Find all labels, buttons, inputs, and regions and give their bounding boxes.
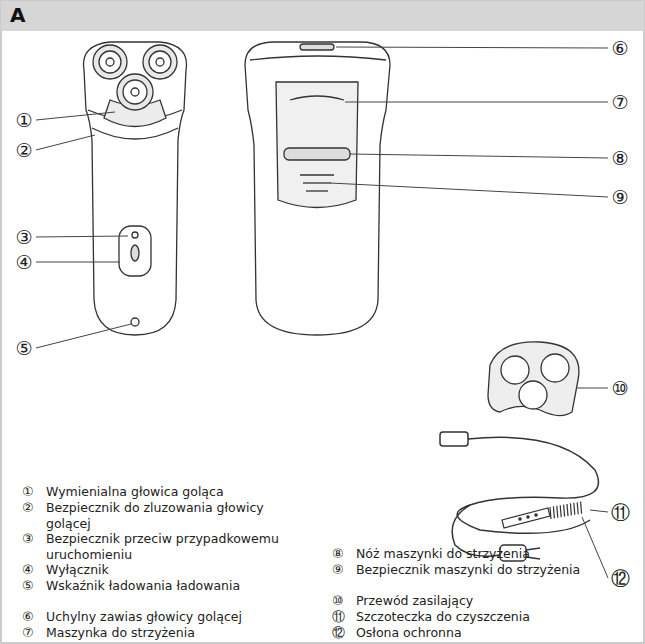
part-name: Bezpiecznik do zluzowania głowicy golące…: [46, 500, 296, 531]
list-number: ⑪: [332, 609, 345, 625]
callout-number: ④: [15, 253, 32, 272]
cleaning-brush: [502, 502, 582, 528]
list-number: ⑫: [332, 625, 345, 641]
part-name: Nóż maszynki do strzyżenia: [356, 546, 636, 562]
callout-number: ⑧: [611, 149, 628, 168]
list-number: ⑥: [22, 609, 34, 625]
callout-number: ⑦: [611, 93, 628, 112]
list-number: ⑧: [332, 546, 344, 562]
list-number: ⑤: [22, 578, 34, 594]
list-number: ③: [22, 531, 34, 547]
header-band: [1, 1, 644, 31]
part-name: Wymienialna głowica goląca: [46, 484, 296, 500]
part-name: Szczoteczka do czyszczenia: [356, 609, 636, 625]
part-name: Bezpiecznik maszynki do strzyżenia: [356, 562, 636, 578]
part-name: Osłona ochronna: [356, 625, 636, 641]
part-name: Wskaźnik ładowania ładowania: [46, 578, 296, 594]
list-number: ⑩: [332, 593, 344, 609]
callout-number: ⑥: [611, 39, 628, 58]
part-name: Bezpiecznik przeciw przypadkowemu urucho…: [46, 531, 296, 562]
power-cord: [440, 432, 598, 561]
callout-number: ③: [15, 228, 32, 247]
part-name: Uchylny zawias głowicy golącej: [46, 609, 311, 625]
callout-number: ⑨: [611, 188, 628, 207]
callout-number: ⑪: [611, 503, 630, 522]
shaver-front: [84, 42, 187, 335]
part-name: Przewód zasilający: [356, 593, 636, 609]
callout-number: ②: [15, 141, 32, 160]
callout-number: ⑩: [611, 379, 628, 398]
part-name: Wyłącznik: [46, 562, 296, 578]
shaver-back: [245, 42, 390, 335]
part-name: Maszynka do strzyżenia: [46, 625, 311, 641]
callout-number: ①: [15, 111, 32, 130]
callout-number: ⑤: [15, 339, 32, 358]
leader-lines: [36, 47, 608, 578]
list-number: ⑨: [332, 562, 344, 578]
list-number: ⑦: [22, 625, 34, 641]
list-number: ②: [22, 500, 34, 516]
figure-letter: A: [10, 3, 25, 27]
list-number: ①: [22, 484, 34, 500]
callout-number: ⑫: [611, 569, 630, 588]
protective-cover: [488, 342, 579, 416]
list-number: ④: [22, 562, 34, 578]
